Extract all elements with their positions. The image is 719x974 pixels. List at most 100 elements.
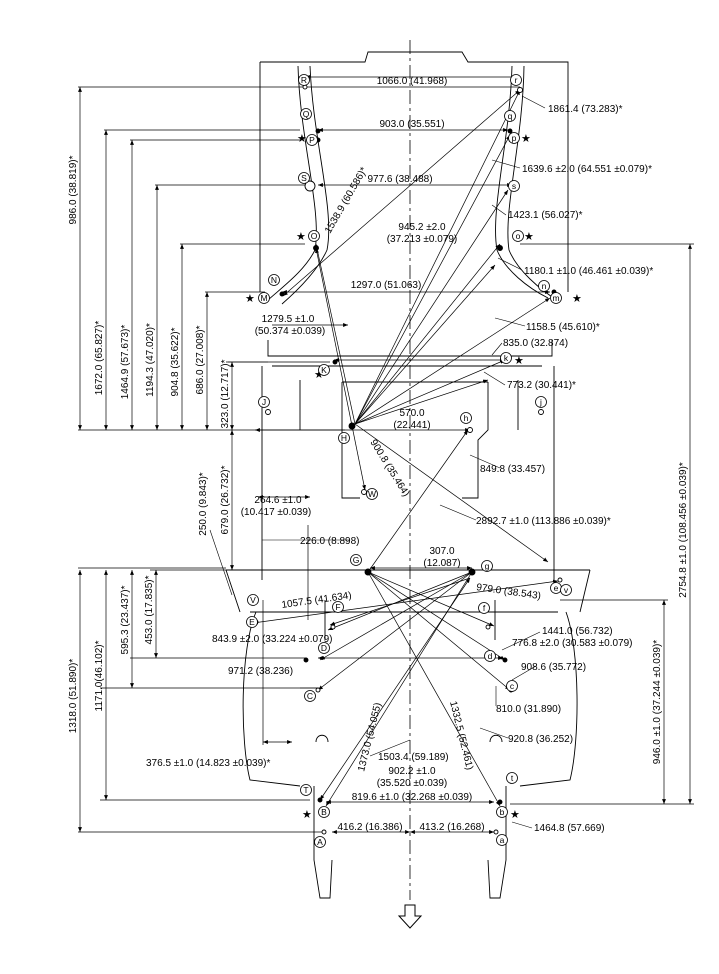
point-O: O: [311, 231, 318, 241]
point-n: n: [542, 281, 547, 291]
svg-text:★: ★: [521, 133, 531, 145]
point-E: E: [249, 617, 255, 627]
svg-text:★: ★: [297, 133, 307, 145]
vdim-1318: 1318.0 (51.890)*: [68, 659, 79, 734]
dim-226: 226.0 (8.898): [300, 536, 360, 547]
vdim-1672: 1672.0 (65.827)*: [94, 321, 105, 396]
point-C: C: [307, 691, 313, 701]
dim-971: 971.2 (38.236): [228, 666, 293, 677]
point-N: N: [271, 275, 277, 285]
vdim-686: 686.0 (27.008)*: [195, 325, 206, 394]
point-f: f: [483, 603, 486, 613]
point-F: F: [335, 602, 340, 612]
reference-points: [253, 84, 563, 835]
point-t: t: [511, 773, 514, 783]
dim-570b: (22.441): [393, 420, 430, 431]
dim-1279b: (50.374 ±0.039): [255, 326, 326, 337]
vdim-453: 453.0 (17.835)*: [144, 575, 155, 644]
dim-1464r: 1464.8 (57.669): [534, 823, 605, 834]
point-o: o: [516, 231, 521, 241]
point-labels: [246, 74, 572, 848]
dim-843: 843.9 ±2.0 (33.224 ±0.079): [212, 634, 333, 645]
point-T: T: [303, 785, 308, 795]
point-J: J: [262, 397, 266, 407]
point-d: d: [488, 651, 493, 661]
dim-1158: 1158.5 (45.610)*: [526, 322, 600, 333]
vertical-dimension-labels: 986.0 (38.819)* 1672.0 (65.827)* 1464.9 …: [68, 155, 689, 764]
vdim-250: 250.0 (9.843)*: [198, 472, 209, 535]
leader-lines: [209, 95, 546, 829]
dim-1332: 1332.5 (52.461): [447, 700, 475, 771]
dim-1423: 1423.1 (56.027)*: [508, 210, 583, 221]
point-label-text: R Q P S O N M K J H W G F E V D C T B A …: [249, 75, 569, 847]
point-m: m: [552, 293, 559, 303]
point-v: v: [564, 585, 569, 595]
vdim-2754: 2754.8 ±1.0 (108.456 ±0.039)*: [678, 462, 689, 598]
dim-1441: 1441.0 (56.732): [542, 626, 613, 637]
vdim-904: 904.8 (35.622)*: [170, 327, 181, 396]
dim-810: 810.0 (31.890): [496, 704, 561, 715]
point-H: H: [341, 433, 347, 443]
svg-text:★: ★: [302, 809, 312, 821]
star-markers: ★ ★ ★ ★ ★ ★ ★ ★ ★ ★: [245, 133, 582, 821]
dim-776: 776.8 ±2.0 (30.583 ±0.079): [512, 638, 633, 649]
dim-773: 773.2 (30.441)*: [507, 380, 576, 391]
point-b: b: [500, 807, 505, 817]
dim-1503: 1503.4 (59.189): [378, 752, 449, 763]
dim-2892: 2892.7 ±1.0 (113.886 ±0.039)*: [476, 516, 611, 527]
dim-908: 908.6 (35.772): [521, 662, 586, 673]
dim-413: 413.2 (16.268): [419, 822, 484, 833]
dim-416: 416.2 (16.386): [337, 822, 402, 833]
dim-307a: 307.0: [429, 546, 454, 557]
vertical-dimension-lines-left: [78, 86, 520, 833]
point-D: D: [321, 643, 327, 653]
point-R: R: [301, 75, 307, 85]
point-A: A: [317, 837, 323, 847]
vdim-679: 679.0 (26.732)*: [220, 465, 231, 534]
point-G: G: [353, 555, 360, 565]
dim-945b: (37.213 ±0.079): [387, 234, 458, 245]
vdim-1171: 1171.0(46.102)*: [94, 640, 105, 711]
vertical-dimension-lines-right: [510, 243, 694, 805]
dim-1180: 1180.1 ±1.0 (46.461 ±0.039)*: [524, 266, 653, 277]
svg-text:★: ★: [314, 369, 324, 381]
dim-264b: (10.417 ±0.039): [241, 507, 312, 518]
point-q: q: [508, 111, 513, 121]
point-W: W: [368, 489, 376, 499]
point-g: g: [485, 561, 490, 571]
dim-945a: 945.2 ±2.0: [398, 222, 446, 233]
point-V: V: [250, 595, 256, 605]
dim-903: 903.0 (35.551): [379, 119, 444, 130]
dim-1861: 1861.4 (73.283)*: [548, 104, 623, 115]
dim-1538: 1538.9 (60.586)*: [323, 165, 370, 235]
point-r: r: [515, 75, 518, 85]
dim-902a: 902.2 ±1.0: [388, 766, 436, 777]
vdim-1194: 1194.3 (47.020)*: [145, 323, 156, 397]
vdim-595: 595.3 (23.437)*: [120, 585, 131, 654]
diagonal-dimension-lines: [282, 89, 551, 807]
point-S: S: [301, 173, 307, 183]
dim-977: 977.6 (38.488): [367, 174, 432, 185]
point-s: s: [512, 181, 516, 191]
point-c: c: [510, 681, 515, 691]
vdim-323: 323.0 (12.717)*: [220, 359, 231, 428]
dim-1639: 1639.6 ±2.0 (64.551 ±0.079)*: [522, 164, 652, 175]
dim-849: 849.8 (33.457): [480, 464, 545, 475]
svg-text:★: ★: [524, 231, 534, 243]
dim-1066: 1066.0 (41.968): [377, 76, 448, 87]
dim-902b: (35.520 ±0.039): [377, 778, 448, 789]
point-Q: Q: [303, 109, 310, 119]
point-P: P: [309, 135, 315, 145]
dim-1279a: 1279.5 ±1.0: [262, 314, 315, 325]
dim-307b: (12.087): [423, 558, 460, 569]
dim-819: 819.6 ±1.0 (32.268 ±0.039): [352, 792, 473, 803]
dim-376: 376.5 ±1.0 (14.823 ±0.039)*: [146, 758, 271, 769]
point-a: a: [500, 835, 505, 845]
point-M: M: [260, 293, 267, 303]
svg-text:★: ★: [510, 809, 520, 821]
vdim-946: 946.0 ±1.0 (37.244 ±0.039)*: [652, 640, 663, 765]
svg-text:★: ★: [514, 355, 524, 367]
svg-text:★: ★: [572, 293, 582, 305]
